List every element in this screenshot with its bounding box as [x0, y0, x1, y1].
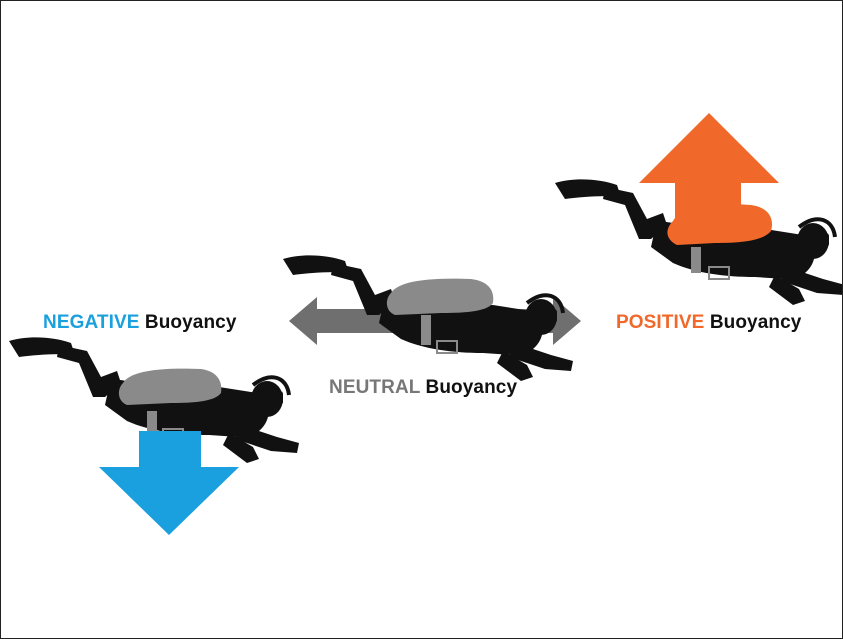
neutral-buckle	[421, 315, 431, 345]
positive-weight	[708, 266, 730, 280]
negative-buoyancy-word: Buoyancy	[144, 312, 237, 333]
positive-tank	[667, 203, 773, 245]
negative-buoyancy-label: NEGATIVE Buoyancy	[43, 312, 237, 334]
negative-buckle	[147, 411, 157, 441]
negative-state-text: NEGATIVE	[43, 312, 140, 333]
positive-diver	[553, 177, 842, 307]
positive-buoyancy-word: Buoyancy	[709, 312, 802, 333]
negative-tank	[118, 368, 222, 405]
neutral-state-text: NEUTRAL	[329, 377, 421, 398]
positive-arrow	[639, 113, 779, 227]
positive-buckle	[691, 247, 701, 273]
positive-buoyancy-label: POSITIVE Buoyancy	[616, 312, 801, 334]
neutral-buoyancy-word: Buoyancy	[425, 377, 518, 398]
negative-arrow	[99, 431, 239, 535]
neutral-buoyancy-label: NEUTRAL Buoyancy	[329, 377, 517, 399]
positive-state-text: POSITIVE	[616, 312, 705, 333]
neutral-weight	[436, 340, 458, 354]
neutral-diver	[281, 253, 575, 383]
neutral-tank	[386, 278, 494, 315]
